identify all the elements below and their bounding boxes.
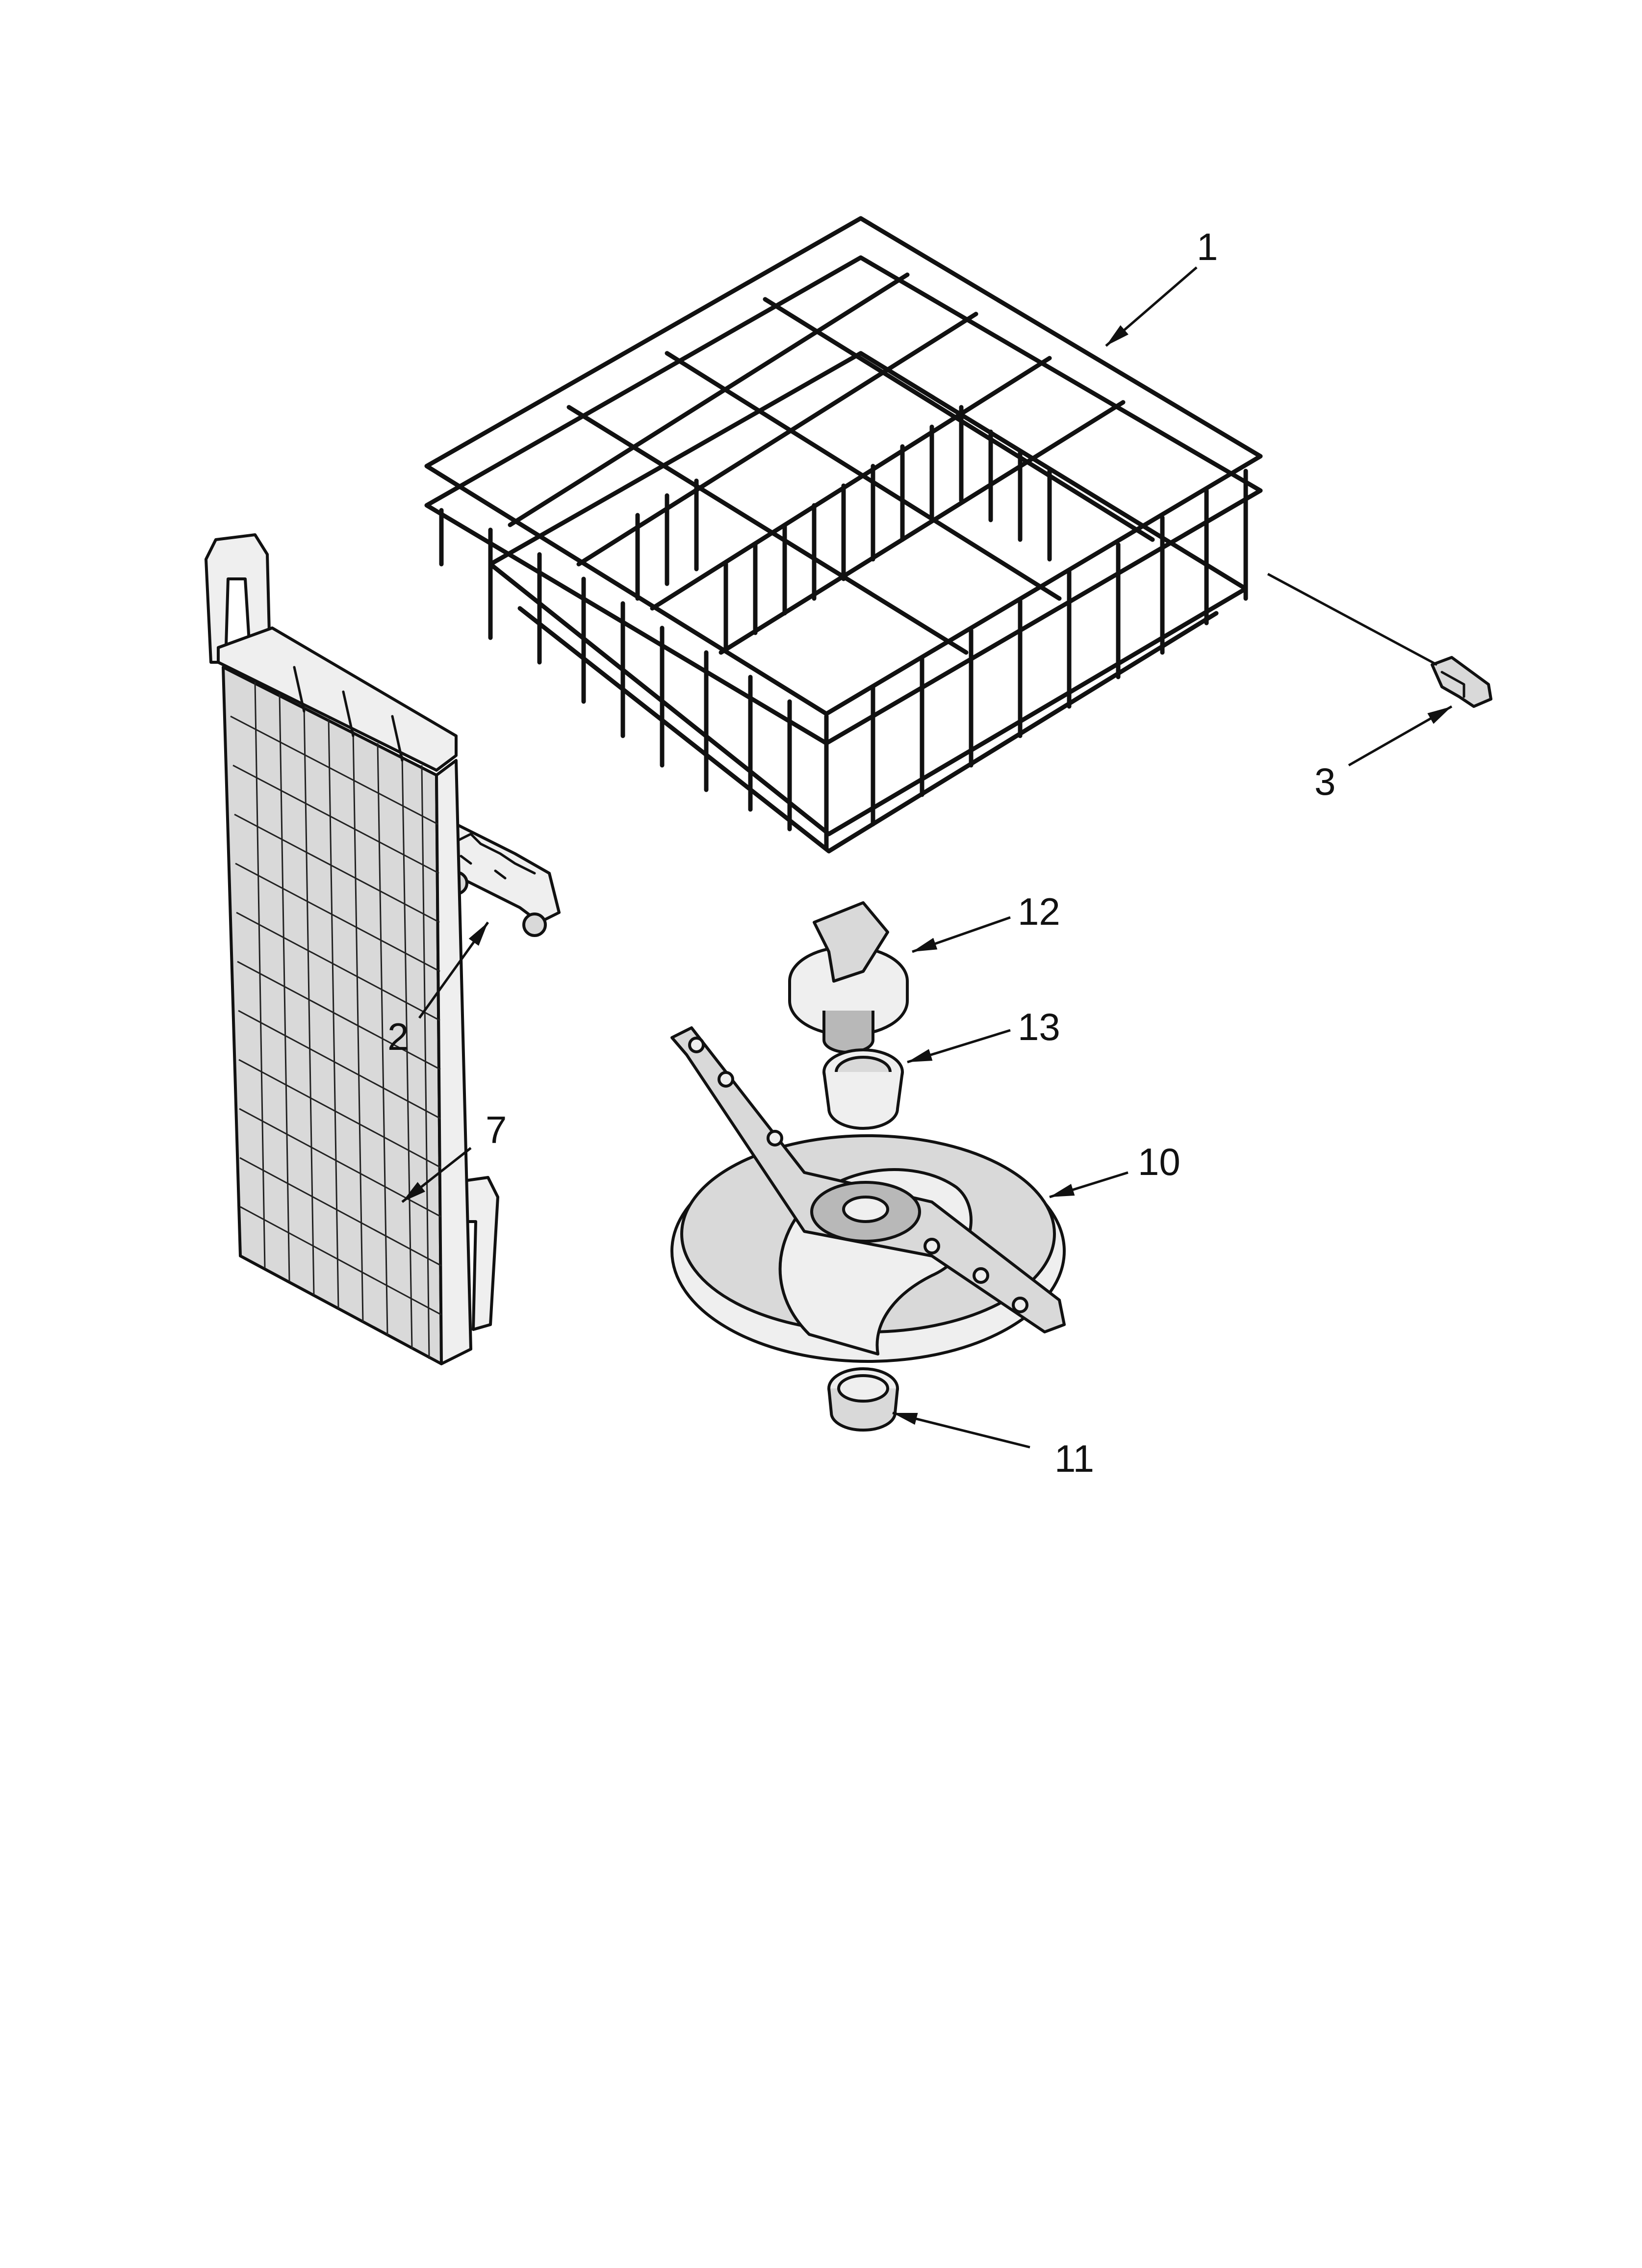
callout-3: 3 [1314, 760, 1335, 803]
spray-arm-manifold-icon[interactable] [670, 1026, 1066, 1363]
callout-2: 2 [387, 1015, 409, 1058]
spray-arm-nut-icon[interactable] [788, 901, 909, 1054]
callout-labels: 1 2 3 7 10 11 12 13 [387, 225, 1335, 1480]
callout-1: 1 [1197, 225, 1218, 268]
spray-arm-bearing-icon[interactable] [822, 1048, 904, 1130]
leader-lines [401, 266, 1453, 1449]
dish-rack-icon[interactable] [424, 216, 1263, 854]
bearing-ring-icon[interactable] [827, 1367, 899, 1432]
callout-10: 10 [1138, 1140, 1180, 1183]
callout-11: 11 [1054, 1437, 1094, 1480]
callout-13: 13 [1018, 1005, 1060, 1048]
silverware-basket-icon[interactable] [205, 533, 499, 1365]
rack-stop-clip-icon[interactable] [1431, 656, 1492, 708]
callout-7: 7 [486, 1108, 507, 1151]
callout-12: 12 [1018, 890, 1060, 933]
